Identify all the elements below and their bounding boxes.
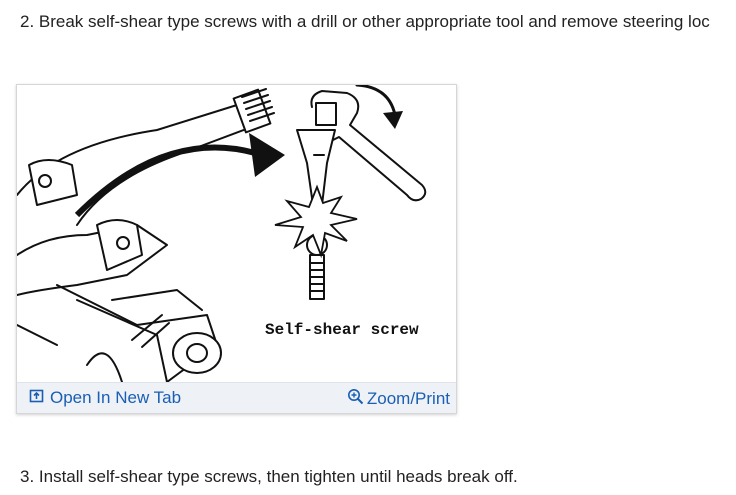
step-3-text: 3. Install self-shear type screws, then … [20, 467, 518, 486]
self-shear-screw-illustration: Self-shear screw [17, 85, 427, 382]
zoom-print-label: Zoom/Print [366, 389, 450, 408]
open-in-new-tab-link[interactable]: Open In New Tab [29, 388, 181, 408]
figure-caption: Self-shear screw [265, 321, 419, 339]
open-new-tab-icon [29, 388, 44, 408]
figure-toolbar: Open In New Tab Zoom/Print [17, 382, 456, 413]
magnifier-plus-icon [347, 388, 364, 410]
open-in-new-tab-label: Open In New Tab [50, 388, 182, 407]
zoom-print-link[interactable]: Zoom/Print [347, 388, 450, 410]
figure-card: Self-shear screw Open In New Tab Zoom/Pr… [16, 84, 457, 414]
step-2-text: 2. Break self-shear type screws with a d… [20, 12, 710, 31]
